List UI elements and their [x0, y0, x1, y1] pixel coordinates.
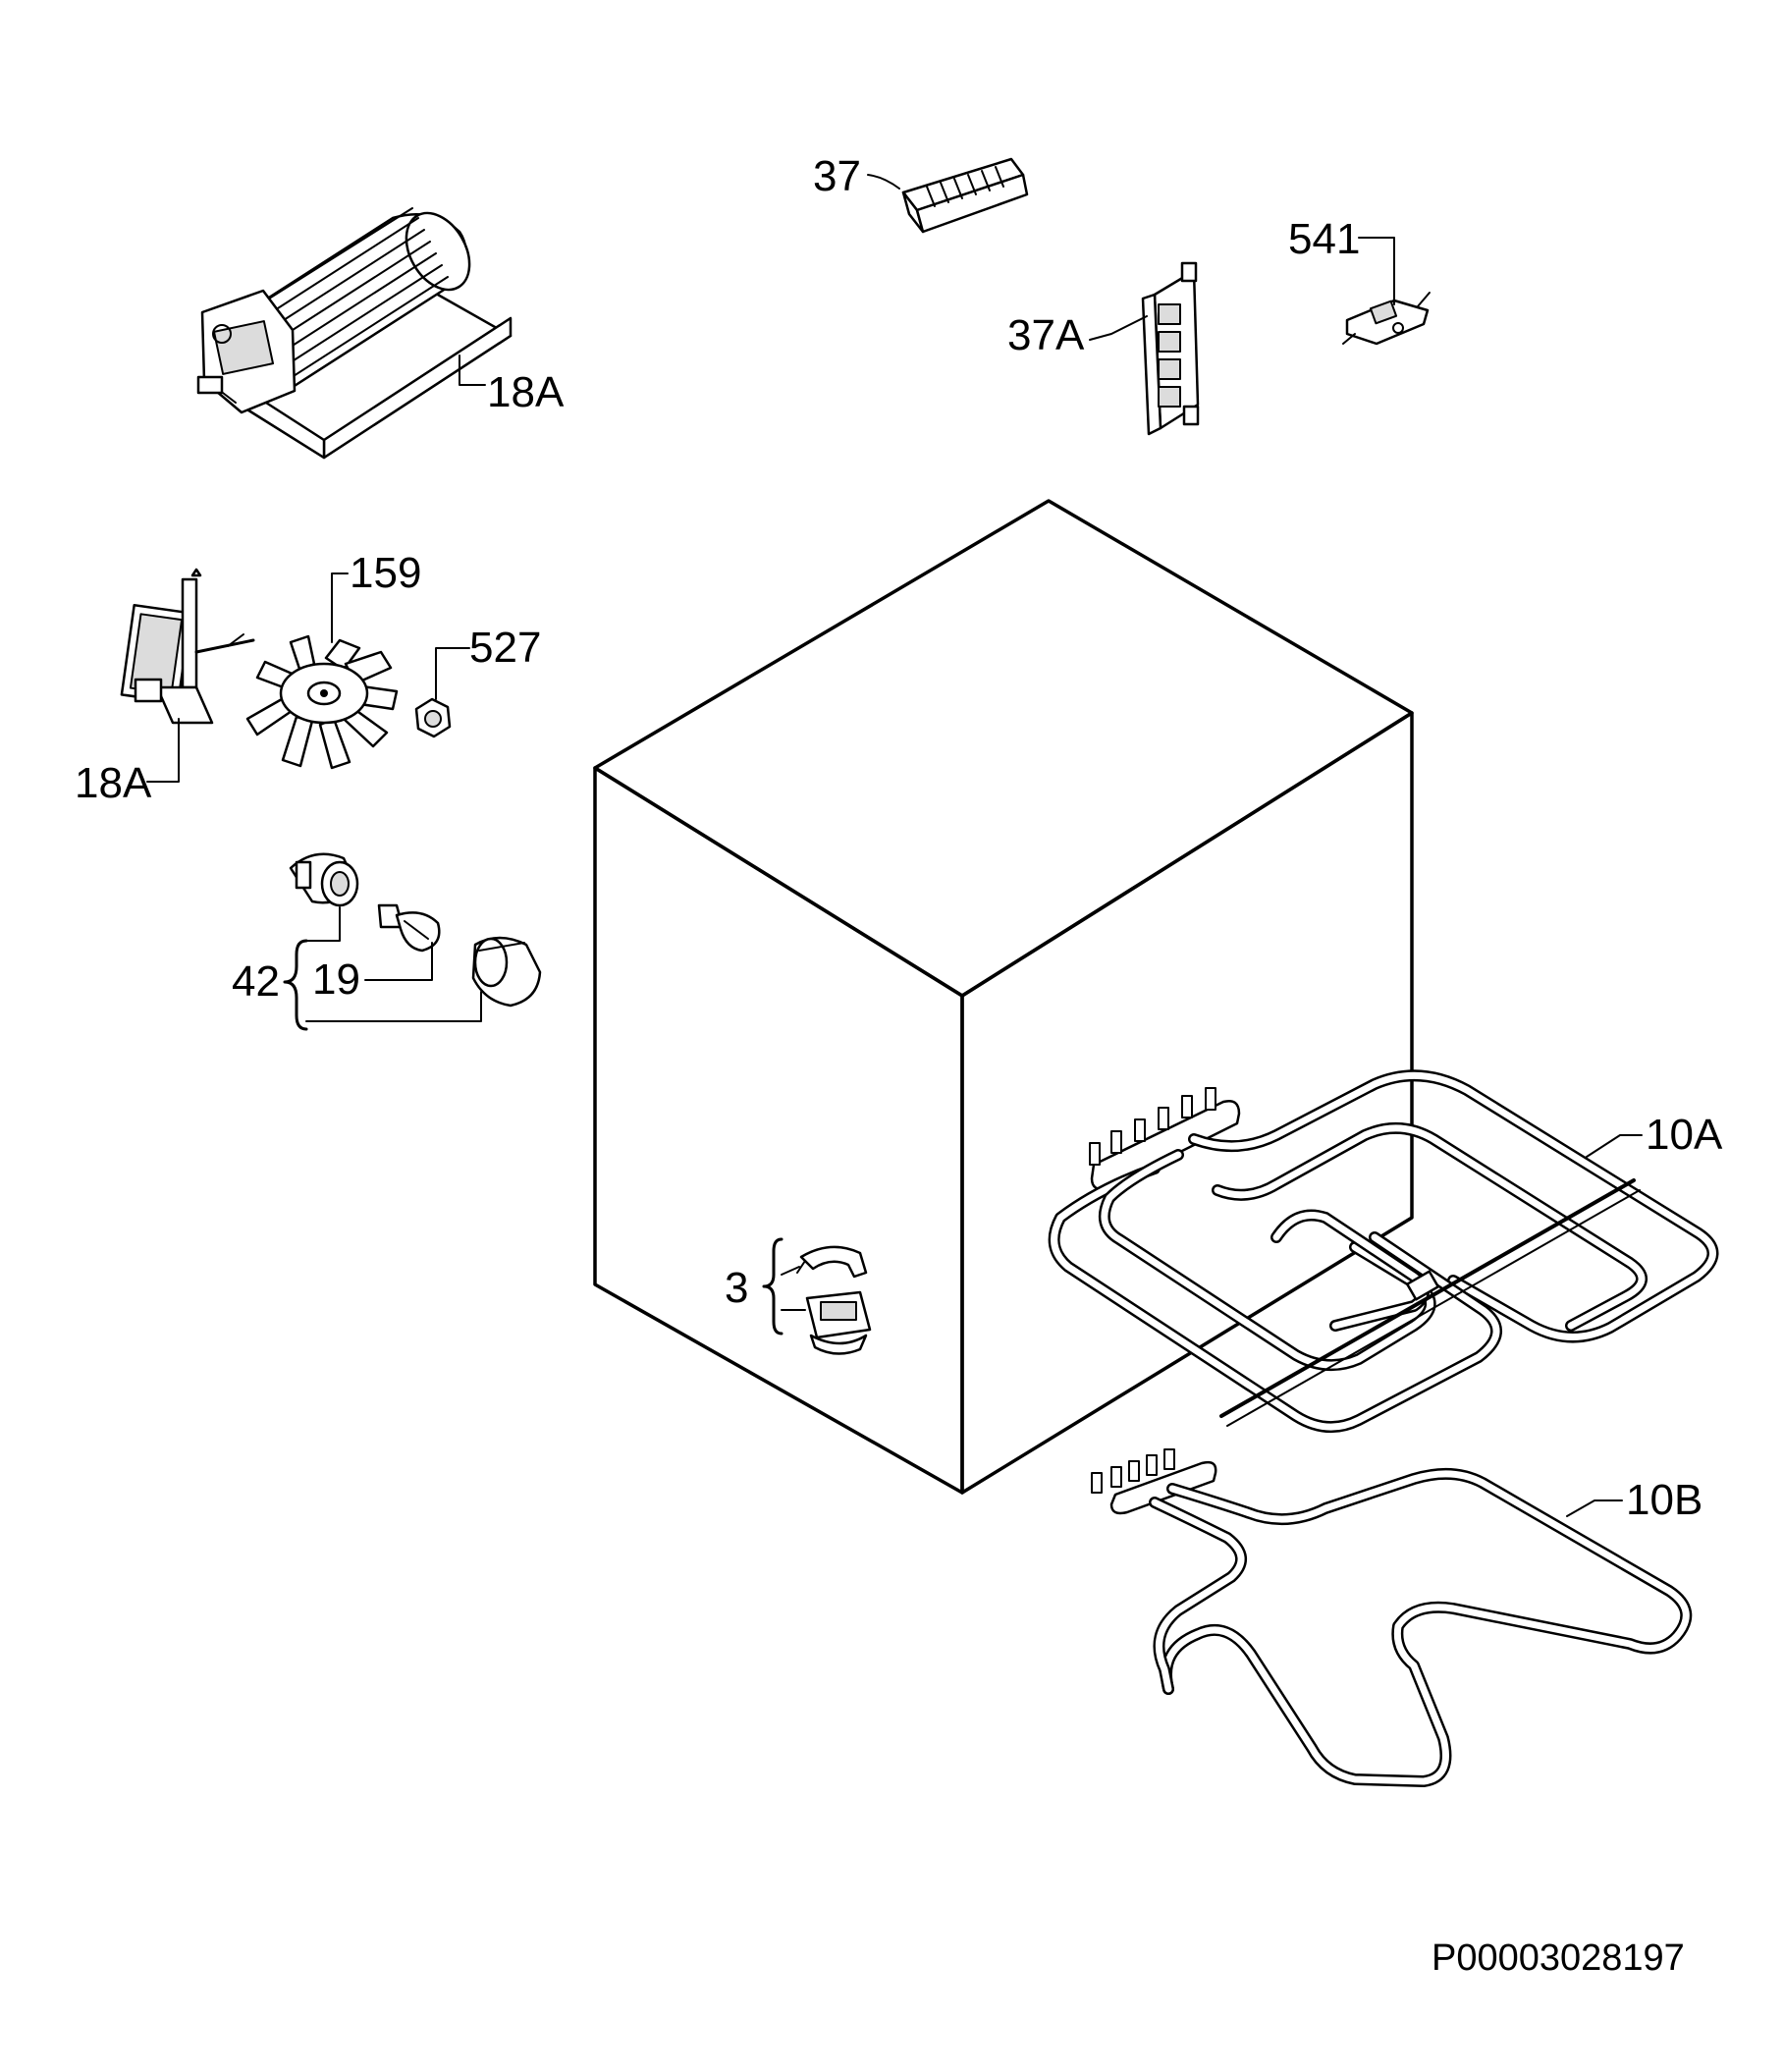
upper-heating-element: [1048, 1069, 1719, 1434]
nut: [414, 697, 452, 738]
reference-code: P00003028197: [1432, 1937, 1685, 1979]
label-10b: 10B: [1626, 1476, 1702, 1524]
label-18a-fan-assembly: 18A: [487, 368, 565, 416]
lower-heating-element: [1091, 1448, 1693, 1787]
lamp-holder: [289, 852, 359, 907]
label-37: 37: [813, 152, 861, 200]
lamp-bulb: [377, 903, 441, 953]
tangential-fan-assembly: [196, 207, 513, 460]
label-10a: 10A: [1646, 1111, 1723, 1159]
label-3: 3: [725, 1264, 748, 1312]
label-19: 19: [312, 955, 360, 1004]
label-18a-fan-motor: 18A: [75, 759, 152, 807]
thermal-switch: [1342, 292, 1431, 346]
label-42: 42: [232, 957, 280, 1006]
fan-blade: [245, 634, 399, 770]
label-159: 159: [350, 549, 421, 597]
thermostat-switch: [805, 1290, 872, 1355]
label-37a: 37A: [1007, 311, 1085, 359]
fan-motor: [120, 568, 255, 725]
terminal-bracket: [1141, 261, 1200, 436]
thermostat-clip: [796, 1245, 868, 1279]
label-527: 527: [469, 624, 541, 672]
terminal-block: [901, 157, 1029, 234]
oven-cavity-box: [593, 499, 1414, 1495]
lamp-cover: [471, 936, 542, 1008]
label-541: 541: [1288, 215, 1360, 263]
